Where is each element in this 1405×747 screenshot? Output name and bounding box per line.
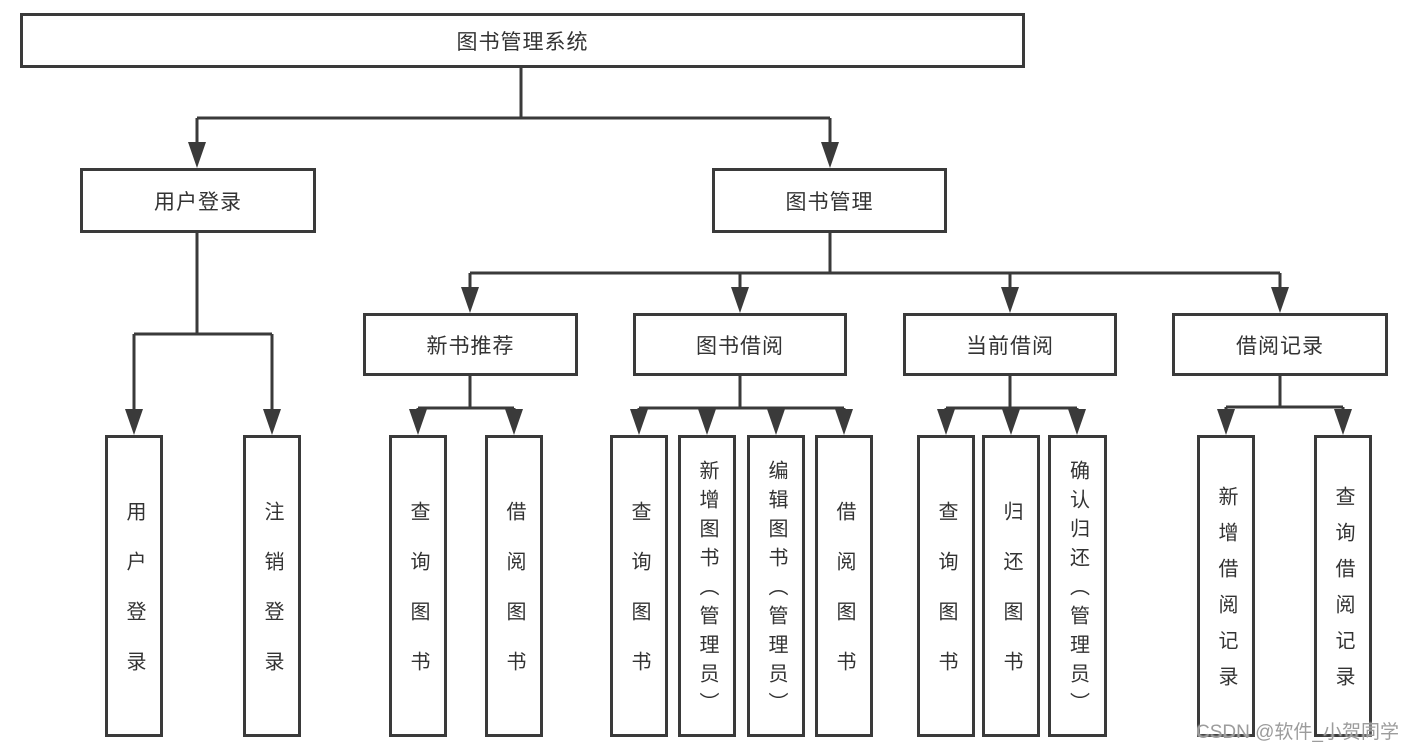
node-label: 借阅记录 [1236, 334, 1324, 358]
leaf-label: 借阅图书 [833, 501, 855, 701]
leaf-label: 编辑图书（管理员） [765, 460, 787, 721]
node-book-management: 图书管理 [712, 168, 947, 233]
leaf-current-return-book: 归还图书 [982, 435, 1040, 737]
node-label: 当前借阅 [966, 334, 1054, 358]
leaf-logout: 注销登录 [243, 435, 301, 737]
leaf-recommend-borrow-book: 借阅图书 [485, 435, 543, 737]
leaf-records-query-record: 查询借阅记录 [1314, 435, 1372, 737]
leaf-borrow-borrow-book: 借阅图书 [815, 435, 873, 737]
node-label: 用户登录 [154, 190, 242, 214]
leaf-current-query-book: 查询图书 [917, 435, 975, 737]
leaf-label: 查询图书 [628, 501, 650, 701]
leaf-label: 确认归还（管理员） [1066, 460, 1089, 721]
node-label: 新书推荐 [426, 334, 515, 358]
node-user-login: 用户登录 [80, 168, 316, 233]
leaf-label: 注销登录 [261, 501, 283, 701]
leaf-label: 借阅图书 [503, 501, 525, 701]
node-current-borrow: 当前借阅 [903, 313, 1117, 376]
leaf-current-confirm-return-admin: 确认归还（管理员） [1048, 435, 1107, 737]
node-label: 图书管理系统 [456, 30, 589, 54]
node-label: 图书管理 [785, 190, 874, 214]
node-new-book-recommend: 新书推荐 [363, 313, 578, 376]
node-borrow-records: 借阅记录 [1172, 313, 1388, 376]
node-book-borrow: 图书借阅 [633, 313, 847, 376]
leaf-label: 新增借阅记录 [1215, 486, 1237, 702]
leaf-borrow-edit-book-admin: 编辑图书（管理员） [747, 435, 805, 737]
leaf-borrow-add-book-admin: 新增图书（管理员） [678, 435, 736, 737]
leaf-records-add-record: 新增借阅记录 [1197, 435, 1255, 737]
arrowheads [125, 142, 1352, 435]
leaf-borrow-query-book: 查询图书 [610, 435, 668, 737]
leaf-recommend-query-book: 查询图书 [389, 435, 447, 737]
node-label: 图书借阅 [696, 334, 784, 358]
leaf-label: 归还图书 [1000, 501, 1022, 701]
node-library-management-system: 图书管理系统 [20, 13, 1025, 68]
leaf-user-login: 用户登录 [105, 435, 163, 737]
leaf-label: 用户登录 [123, 501, 145, 701]
leaf-label: 查询图书 [935, 501, 957, 701]
csdn-watermark: CSDN @软件_小贺同学 [1196, 722, 1399, 743]
leaf-label: 查询借阅记录 [1332, 486, 1354, 702]
leaf-label: 新增图书（管理员） [696, 460, 718, 721]
leaf-label: 查询图书 [407, 501, 429, 701]
